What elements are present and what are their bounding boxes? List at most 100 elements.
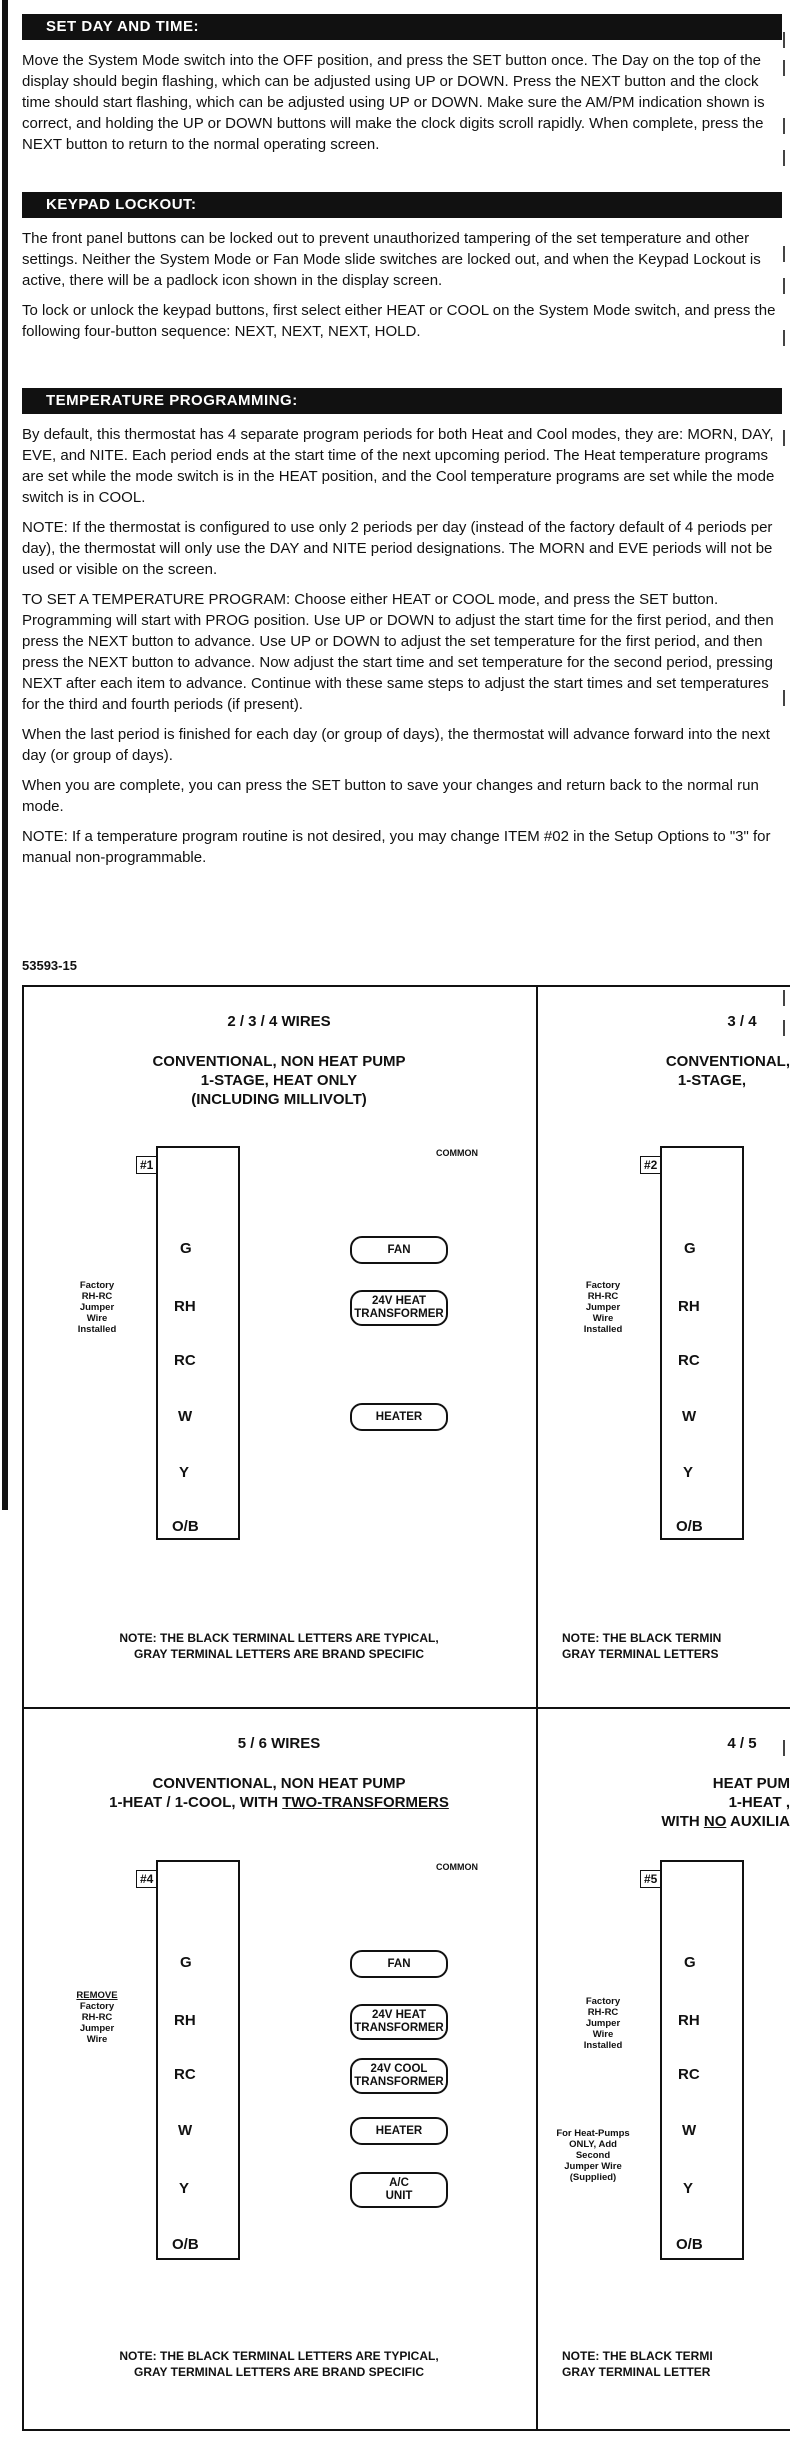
svg-text:RH: RH (280, 1303, 293, 1313)
svg-text:RH: RH (249, 2017, 262, 2027)
device-fan: FAN (350, 1236, 448, 1264)
terminal-ob: O/B (172, 1518, 199, 1535)
panel-note: NOTE: THE BLACK TERMINAL LETTERS ARE TYP… (119, 1631, 439, 1661)
svg-text:Y: Y (255, 2184, 263, 2196)
terminal-ob: O/B (676, 1518, 703, 1535)
terminal-rc: RC (678, 2066, 700, 2083)
svg-text:O: O (778, 2240, 787, 2252)
svg-text:Y: Y (778, 1468, 786, 1480)
svg-text:G: G (778, 1958, 787, 1970)
panel-note: NOTE: THE BLACK TERMI GRAY TERMINAL LETT… (562, 2349, 713, 2379)
svg-text:W: W (254, 2126, 265, 2138)
svg-text:Y: Y (778, 2184, 786, 2196)
svg-text:R: R (280, 2070, 288, 2082)
terminal-g: G (684, 1954, 696, 1971)
svg-text:W1: W1 (279, 1413, 293, 1423)
device-heater: HEATER (350, 2117, 448, 2145)
jumper-callout: Factory RH-RC Jumper Wire Installed (77, 1280, 117, 1335)
right-margin-marks (783, 0, 787, 1756)
svg-text:G: G (259, 1244, 268, 1256)
terminal-y: Y (179, 2180, 190, 2197)
terminal-y: Y (179, 1464, 190, 1481)
svg-text:V: V (309, 1302, 317, 1314)
terminal-y: Y (683, 1464, 694, 1481)
left-margin-bar (2, 0, 8, 1510)
common-label: COMMON (436, 1148, 478, 1158)
paragraph: NOTE: If a temperature program routine i… (22, 828, 771, 866)
thermostat-terminal-block (156, 1860, 240, 2260)
svg-text:C: C (414, 1841, 422, 1853)
device-ac-unit: A/C UNIT (350, 2172, 448, 2208)
terminal-rh: RH (678, 2012, 700, 2029)
svg-text:F: F (286, 1244, 293, 1256)
panel-wire-count: 2 / 3 / 4 WIRES (227, 1013, 331, 1030)
thermostat-terminal-block (156, 1146, 240, 1540)
heat-pump-jumper-callout: For Heat-Pumps ONLY, Add Second Jumper W… (556, 2128, 630, 2183)
remove-jumper-callout: REMOVE Factory RH-RC Jumper Wire (76, 1990, 118, 2045)
terminal-w: W (682, 1408, 697, 1425)
paragraph: When the last period is finished for eac… (22, 726, 770, 764)
paragraph: By default, this thermostat has 4 separa… (22, 426, 775, 506)
paragraph: When you are complete, you can press the… (22, 777, 759, 815)
svg-text:R: R (280, 2016, 288, 2028)
panel-note: NOTE: THE BLACK TERMIN GRAY TERMINAL LET… (562, 1631, 722, 1661)
diagram-number: #2 (640, 1156, 662, 1174)
terminal-w: W (178, 2122, 193, 2139)
device-fan: FAN (350, 1950, 448, 1978)
svg-text:G: G (259, 1958, 268, 1970)
paragraph: To lock or unlock the keypad buttons, fi… (22, 302, 776, 340)
terminal-w: W (178, 1408, 193, 1425)
terminal-ob: O/B (676, 2236, 703, 2253)
svg-text:X: X (442, 1127, 450, 1139)
diagram-number: #1 (136, 1156, 158, 1174)
panel-wire-count: 5 / 6 WIRES (237, 1735, 321, 1752)
panel-title: CONVENTIONAL, NON HEAT PUMP 1-STAGE, HEA… (152, 1053, 406, 1108)
panel-wire-count: 3 / 4 (727, 1013, 757, 1030)
svg-text:F: F (286, 1958, 293, 1970)
device-24v-cool-transformer: 24V COOL TRANSFORMER (350, 2058, 448, 2094)
panel-wire-count: 4 / 5 (727, 1735, 757, 1752)
section-set-day-time: SET DAY AND TIME: Move the System Mode s… (22, 14, 782, 164)
panel-title: CONVENTIONAL, 1-STAGE, (665, 1053, 790, 1089)
section-keypad-lockout: KEYPAD LOCKOUT: The front panel buttons … (22, 192, 782, 351)
svg-text:V: V (307, 2016, 315, 2028)
paragraph: Move the System Mode switch into the OFF… (22, 52, 765, 153)
jumper-callout: Factory RH-RC Jumper Wire Installed (583, 1996, 623, 2051)
section-heading: TEMPERATURE PROGRAMMING: (22, 388, 782, 414)
svg-text:C: C (414, 1127, 422, 1139)
svg-text:V: V (307, 2070, 315, 2082)
diagram-number: #5 (640, 1870, 662, 1888)
terminal-g: G (684, 1240, 696, 1257)
terminal-rc: RC (678, 1352, 700, 1369)
panel-note: NOTE: THE BLACK TERMINAL LETTERS ARE TYP… (119, 2349, 439, 2379)
panel-divider-horizontal (22, 1707, 790, 1709)
common-label: COMMON (436, 1862, 478, 1872)
svg-text:R: R (778, 1356, 786, 1368)
thermostat-terminal-block (660, 1146, 744, 1540)
device-heater: HEATER (350, 1403, 448, 1431)
svg-text:4: 4 (310, 1412, 317, 1424)
paragraph: The front panel buttons can be locked ou… (22, 230, 761, 289)
svg-text:W: W (254, 1412, 265, 1424)
terminal-g: G (180, 1954, 192, 1971)
terminal-ob: O/B (172, 2236, 199, 2253)
svg-text:RC: RC (249, 2071, 262, 2081)
panel-title: CONVENTIONAL, NON HEAT PUMP 1-HEAT / 1-C… (109, 1775, 449, 1811)
terminal-rc: RC (174, 2066, 196, 2083)
section-temperature-programming: TEMPERATURE PROGRAMMING: By default, thi… (22, 388, 782, 877)
terminal-rc: RC (174, 1352, 196, 1369)
terminal-w: W (682, 2122, 697, 2139)
section-heading: KEYPAD LOCKOUT: (22, 192, 782, 218)
svg-text:R: R (255, 1302, 263, 1314)
panel-title: HEAT PUM 1-HEAT , WITH NO AUXILIA (661, 1775, 790, 1830)
svg-text:4: 4 (310, 2126, 317, 2138)
terminal-y: Y (683, 2180, 694, 2197)
svg-text:W1: W1 (279, 2127, 293, 2137)
paragraph: NOTE: If the thermostat is configured to… (22, 519, 773, 578)
paragraph: TO SET A TEMPERATURE PROGRAM: Choose eit… (22, 591, 774, 713)
device-24v-heat-transformer: 24V HEAT TRANSFORMER (350, 1290, 448, 1326)
jumper-callout: Factory RH-RC Jumper Wire Installed (583, 1280, 623, 1335)
svg-text:G: G (778, 1244, 787, 1256)
terminal-rh: RH (174, 1298, 196, 1315)
document-number: 53593-15 (22, 958, 77, 973)
